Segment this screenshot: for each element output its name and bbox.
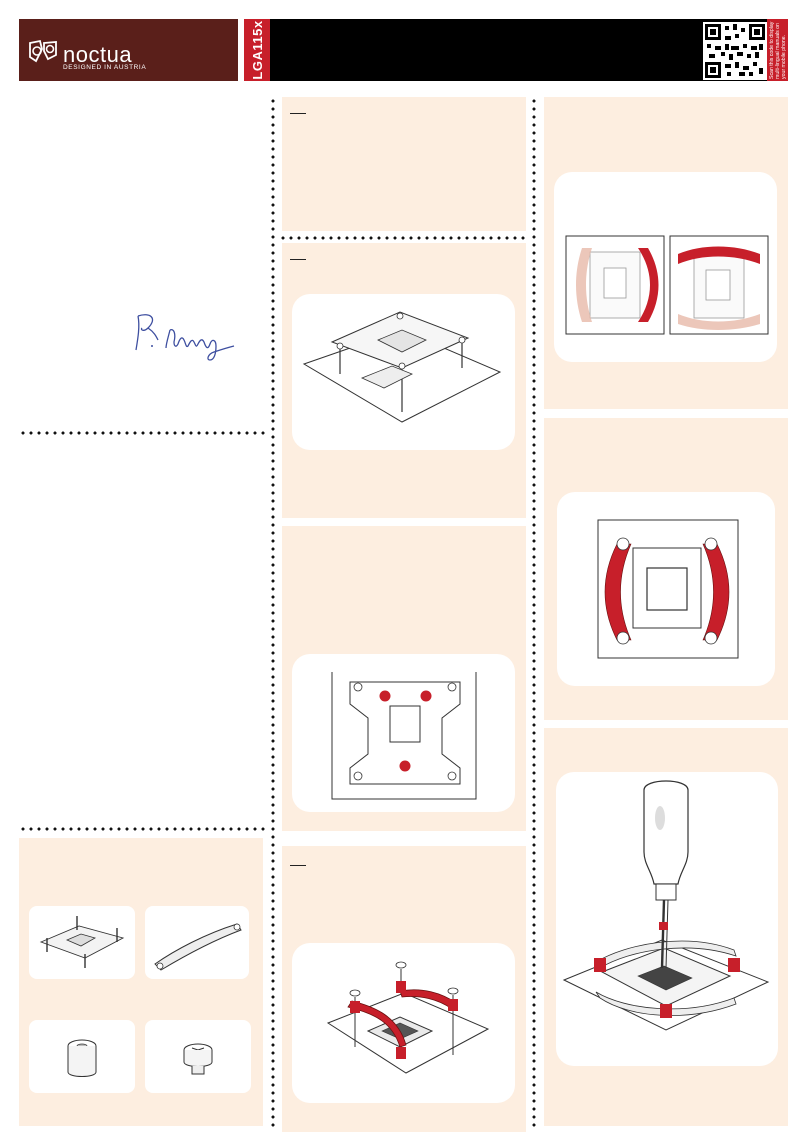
screwdriver-card [556,772,778,1066]
qr-caption: Scan this code to display multi-lingual … [769,21,787,79]
part-spacer-card [29,1020,135,1093]
header-bar [270,19,788,81]
model-label-box: LGA115x [244,19,270,81]
column-divider-left [271,97,275,1130]
backplate-rear-card [292,654,515,812]
brand-name: noctua [63,42,133,67]
step-marker [290,865,306,866]
backplate-icon [39,916,125,968]
brand-tagline: DESIGNED IN AUSTRIA [63,64,147,71]
section-divider [279,236,527,240]
section-divider [19,431,267,435]
screwdriver-icon [562,780,770,1031]
part-mounting-bar-card [145,906,249,979]
bar-orientation-card [554,172,777,362]
bar-orientation-icon [565,235,769,335]
thumb-screw-icon [183,1043,213,1075]
mounting-bars-card [292,943,515,1103]
bars-fixed-icon [597,519,739,659]
part-backplate-card [29,906,135,979]
backplate-rear-view-icon [331,672,477,800]
bars-fixed-card [557,492,775,686]
step-marker [290,259,306,260]
qr-caption-box: Scan this code to display multi-lingual … [767,19,788,81]
owl-logo-icon [29,39,57,63]
signature-icon [135,314,235,361]
model-label: LGA115x [249,20,265,80]
column-divider-right [532,97,536,1130]
mounting-bar-icon [154,923,242,971]
mounting-bars-assembly-icon [326,961,490,1074]
section-divider [19,827,267,831]
step-panel-1 [282,97,526,231]
part-screw-card [145,1020,251,1093]
qr-code-icon [703,22,767,80]
brand-logo-box: noctua DESIGNED IN AUSTRIA [19,19,238,81]
backplate-insert-card [292,294,515,450]
step-marker [290,113,306,114]
spacer-icon [67,1039,97,1077]
backplate-on-board-icon [302,311,502,423]
